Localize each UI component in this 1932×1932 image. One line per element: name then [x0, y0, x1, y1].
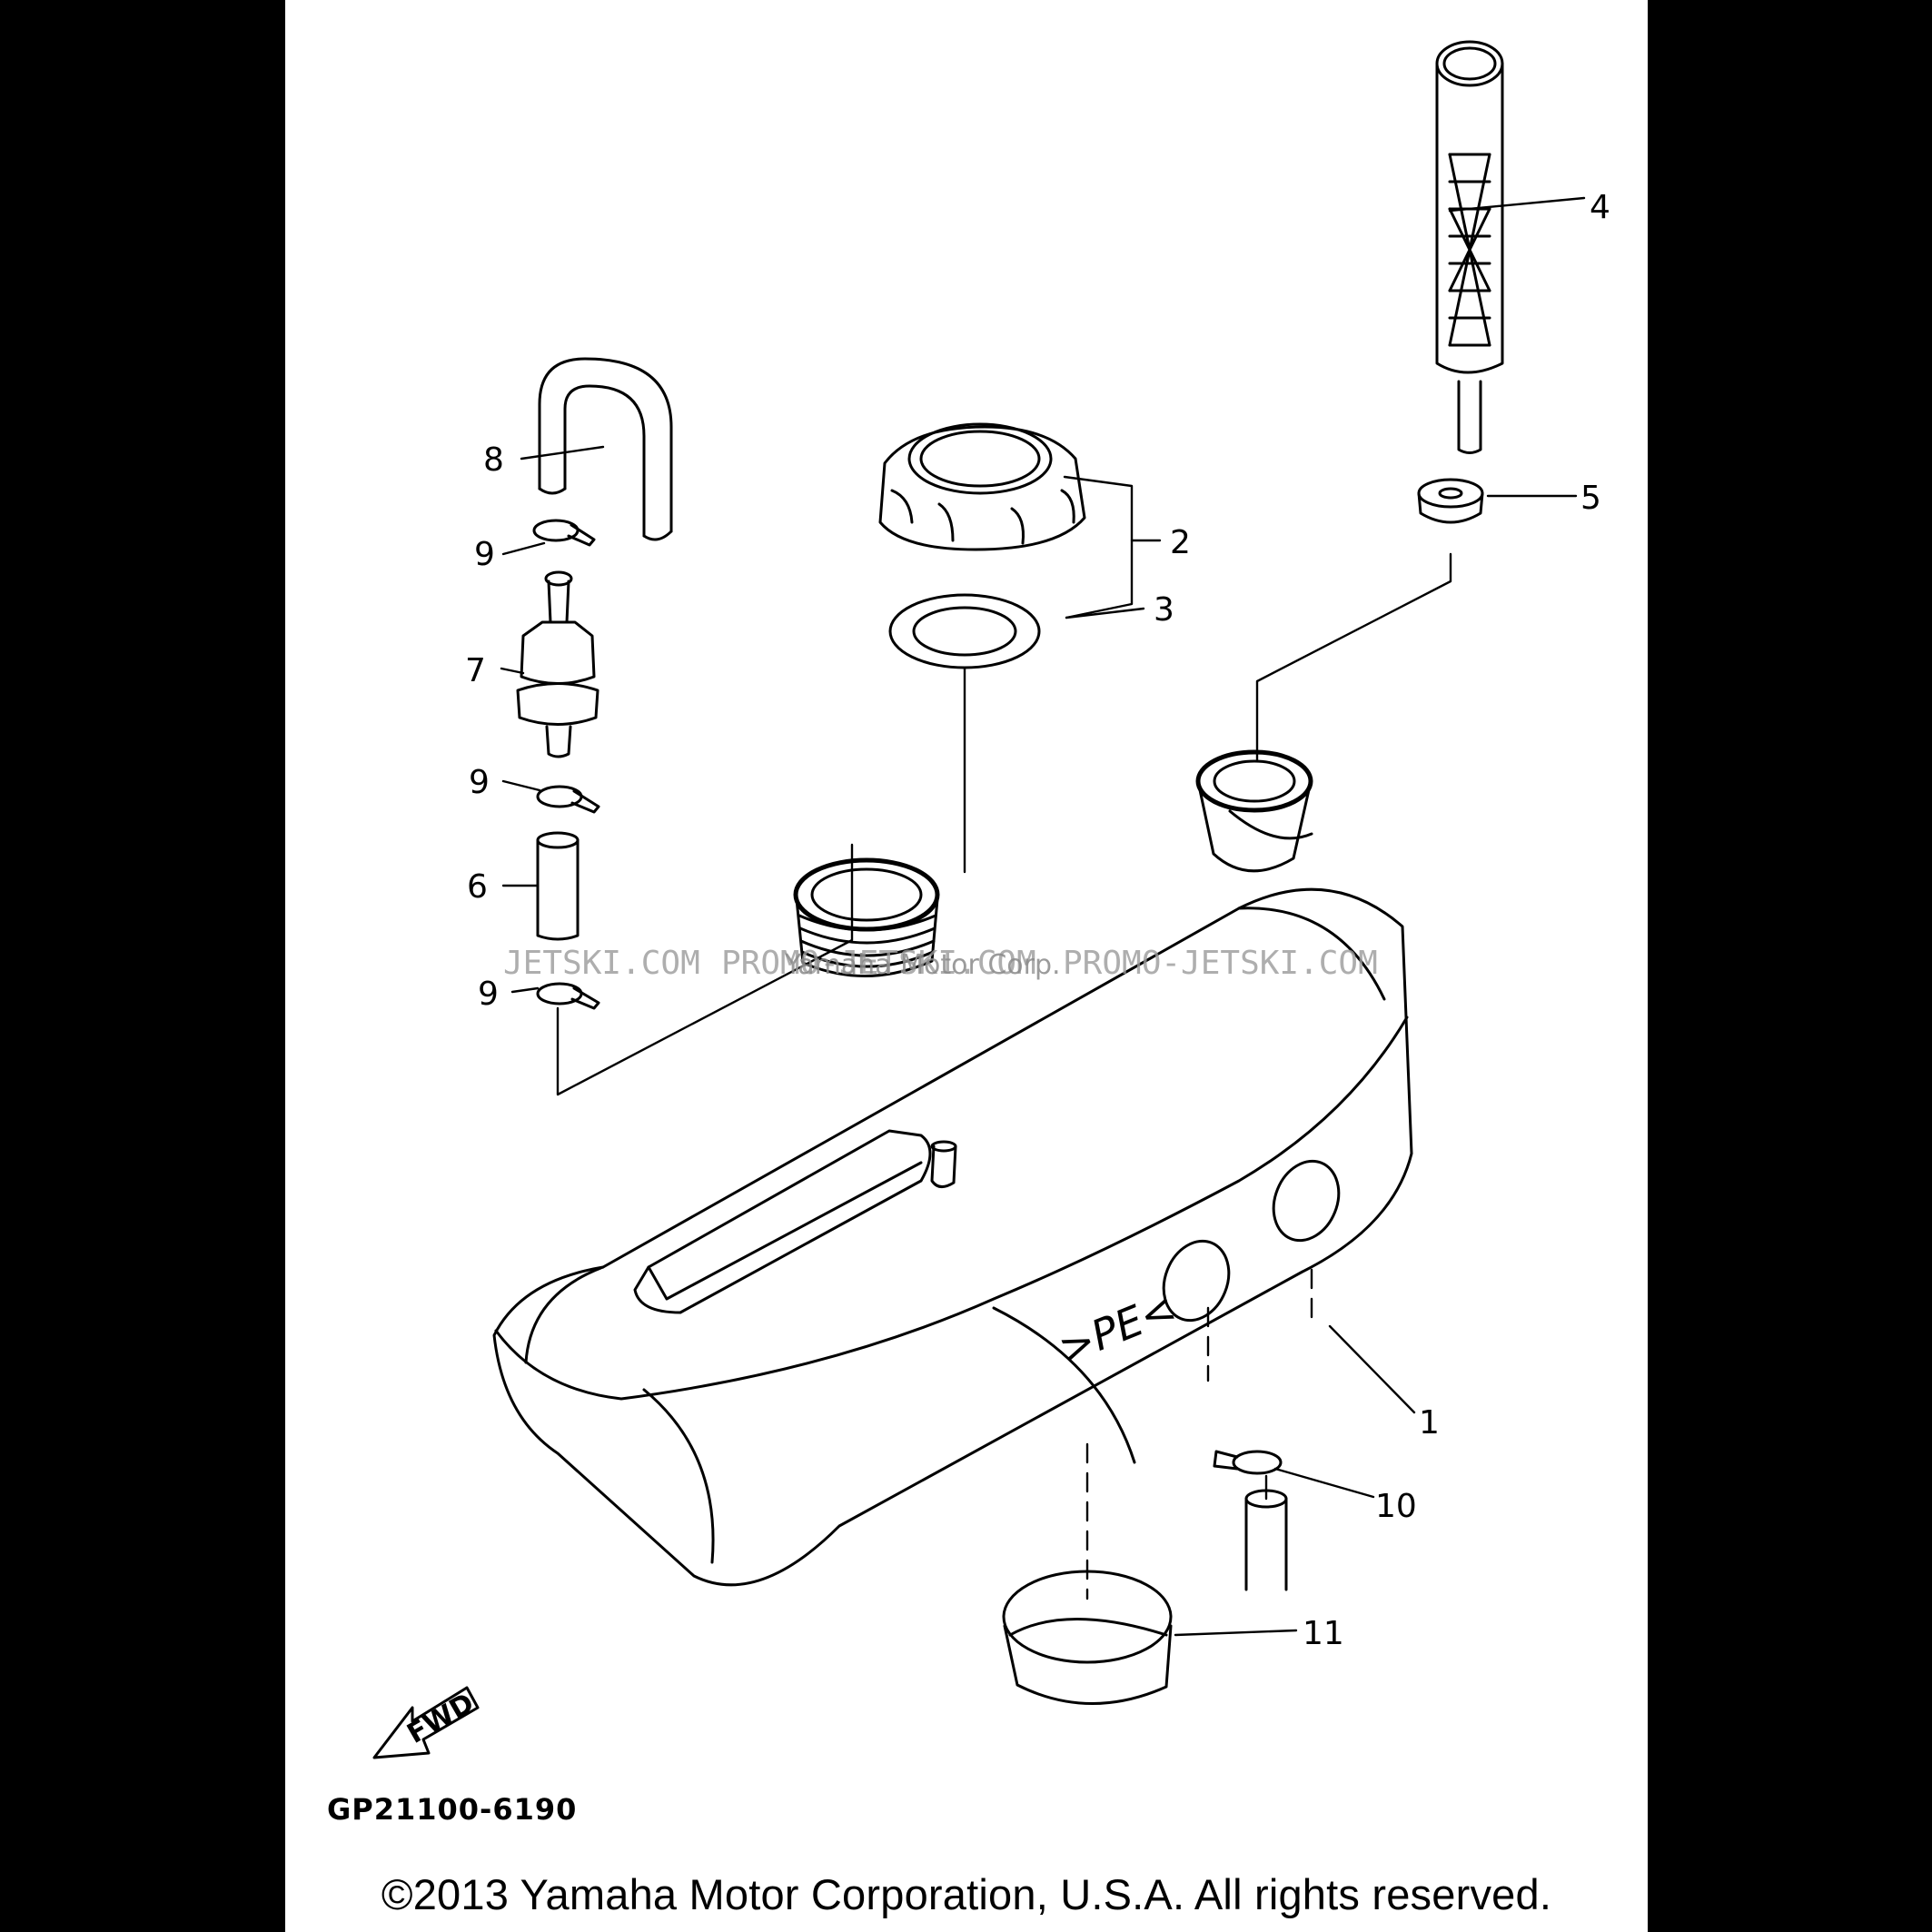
callout-3: 3	[1154, 591, 1174, 629]
parts-diagram-sheet: >PE< FWD JETSKI.COM PROMO-JETSKI.COM PRO…	[285, 0, 1648, 1932]
inline-filter	[516, 570, 599, 758]
cap-gasket	[888, 593, 1041, 669]
strainer-neck	[1195, 749, 1313, 873]
callout-5: 5	[1580, 480, 1601, 517]
short-hose	[536, 831, 580, 941]
oil-tank	[492, 809, 1413, 1587]
callout-11: 11	[1303, 1615, 1344, 1652]
leader-lines	[500, 196, 1586, 1637]
hose-clamp	[536, 982, 600, 1010]
oil-tank-exploded-diagram: >PE< FWD JETSKI.COM PROMO-JETSKI.COM PRO…	[327, 40, 1610, 1827]
callout-7: 7	[465, 652, 486, 689]
callout-2: 2	[1170, 524, 1191, 561]
callout-9a: 9	[474, 536, 495, 573]
callout-4: 4	[1590, 189, 1610, 226]
hose-clamp	[532, 519, 596, 547]
lower-hose	[1244, 1489, 1288, 1591]
diagram-code: GP21100-6190	[327, 1792, 577, 1827]
filler-cap	[878, 422, 1086, 551]
fwd-label: FWD	[402, 1687, 480, 1750]
fwd-arrow	[372, 1686, 480, 1759]
callout-labels: 1 2 3 4 5 6 7 8 9 9 9 10 11	[465, 189, 1610, 1652]
oil-strainer	[1435, 40, 1504, 454]
hose-clamp	[536, 785, 600, 814]
tank-material-mark: >PE<	[1052, 1283, 1183, 1373]
callout-9b: 9	[469, 764, 490, 801]
strainer-grommet	[1417, 478, 1484, 524]
callout-8: 8	[483, 441, 504, 479]
callout-1: 1	[1419, 1404, 1440, 1442]
watermark-right: PROMO-JETSKI.COM	[1063, 945, 1378, 982]
callout-9c: 9	[478, 976, 499, 1013]
callout-10: 10	[1375, 1488, 1417, 1525]
watermark-middle: PROMO-JETSKI.COM	[721, 945, 1036, 982]
filler-neck	[793, 857, 940, 977]
watermark-left: JETSKI.COM	[503, 945, 700, 982]
vent-hose	[538, 357, 673, 541]
watermark-overlay: Yamaha Motor Corp.	[784, 949, 1061, 981]
copyright-notice: ©2013 Yamaha Motor Corporation, U.S.A. A…	[381, 1870, 1552, 1918]
callout-6: 6	[467, 868, 488, 906]
lower-hose-clamp	[1213, 1450, 1283, 1475]
